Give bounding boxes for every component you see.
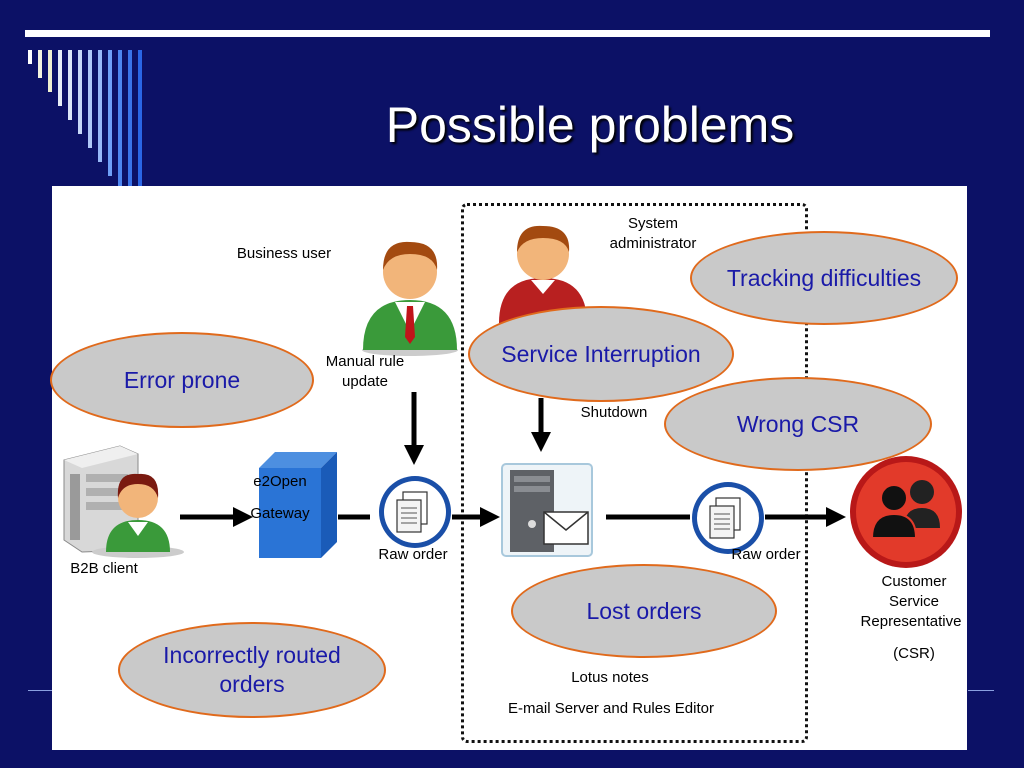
manual-rule-label-line2: update — [342, 373, 388, 390]
incorrectly-routed-line2: orders — [219, 671, 285, 697]
system-admin-label-line2: administrator — [609, 235, 697, 252]
raw-order-right-icon — [692, 482, 764, 554]
top-rule — [25, 30, 990, 37]
footer-line-left — [28, 690, 52, 691]
problem-wrong-csr: Wrong CSR — [664, 377, 932, 471]
slide-title: Possible problems — [385, 97, 795, 153]
manual-rule-label-line1: Manual rule — [325, 353, 405, 370]
csr-label-line4: (CSR) — [893, 645, 935, 662]
problem-service-interruption: Service Interruption — [468, 306, 734, 402]
server-boundary-box — [461, 203, 808, 743]
raw-order-right-label: Raw order — [731, 546, 801, 563]
csr-label-line1: Customer — [881, 573, 947, 590]
shutdown-label: Shutdown — [580, 404, 648, 421]
csr-group-icon — [850, 456, 962, 568]
b2b-client-label: B2B client — [70, 560, 138, 577]
problem-tracking-difficulties: Tracking difficulties — [690, 231, 958, 325]
business-user-icon — [362, 241, 458, 356]
csr-label-line3: Representative — [860, 613, 962, 630]
problem-lost-orders: Lost orders — [511, 564, 777, 658]
incorrectly-routed-line1: Incorrectly routed — [163, 642, 341, 668]
gateway-label-line1: e2Open — [253, 473, 307, 490]
mail-server-icon — [501, 463, 593, 557]
decorative-stripes — [28, 50, 142, 186]
problem-incorrectly-routed-orders: Incorrectly routed orders — [118, 622, 386, 718]
business-user-label: Business user — [236, 245, 332, 262]
raw-order-left-label: Raw order — [378, 546, 448, 563]
system-admin-label-line1: System — [627, 215, 678, 232]
gateway-label-line2: Gateway — [250, 505, 310, 522]
csr-label-line2: Service — [888, 593, 940, 610]
footer-line-right — [968, 690, 994, 691]
raw-order-left-icon — [379, 476, 451, 548]
email-server-label: E-mail Server and Rules Editor — [508, 700, 714, 717]
b2b-client-icon — [63, 445, 184, 558]
problem-error-prone: Error prone — [50, 332, 314, 428]
lotus-notes-label: Lotus notes — [571, 669, 649, 686]
gateway-cube-icon — [259, 452, 337, 558]
